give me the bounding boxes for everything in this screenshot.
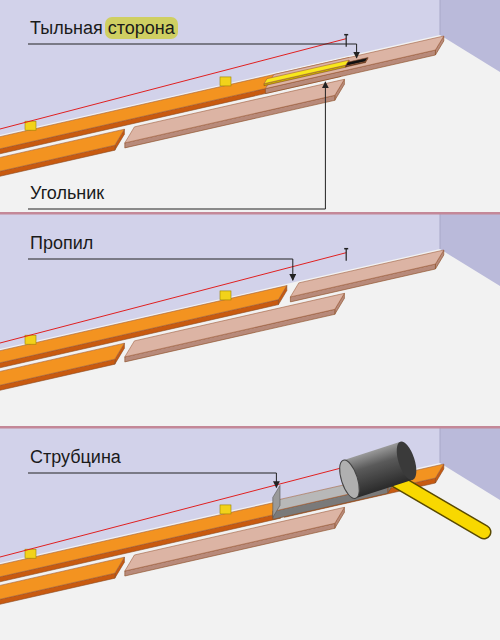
- laminate-board: [0, 286, 287, 370]
- hammer-handle: [395, 480, 484, 532]
- laminate-board-edge: [0, 513, 280, 588]
- floor: [0, 214, 500, 426]
- laminate-board: [0, 58, 349, 156]
- nail-head: [344, 248, 348, 250]
- guide-string: [0, 467, 346, 557]
- laminate-board: [0, 499, 289, 583]
- leader-line: [28, 44, 357, 58]
- side-wall: [440, 0, 500, 72]
- spacer-wedge: [220, 291, 231, 300]
- guide-string: [0, 39, 346, 129]
- laminate-board-edge: [0, 300, 278, 375]
- hammer-head: [336, 439, 421, 501]
- floor: [0, 428, 500, 640]
- part-label: Угольник: [30, 182, 104, 204]
- panel: [0, 428, 500, 640]
- wall-corner: [440, 0, 441, 35]
- nail: [346, 249, 347, 261]
- hammer: [336, 439, 484, 532]
- try-square: [264, 60, 349, 84]
- wall-corner: [440, 214, 441, 249]
- spacer-wedge: [220, 77, 231, 86]
- floor: [0, 0, 500, 212]
- part-label: Пропил: [30, 232, 93, 254]
- back-side-mark: [345, 58, 367, 67]
- part-label: Тыльная сторона: [30, 17, 175, 39]
- side-wall: [440, 214, 500, 286]
- leader-line: [28, 473, 276, 487]
- panel-separator: [0, 212, 500, 215]
- spacer-wedge: [220, 505, 231, 514]
- clamp-plate: [273, 485, 280, 517]
- guide-string: [0, 253, 346, 343]
- cut-board: [290, 250, 443, 297]
- panel: [0, 0, 500, 212]
- panel: [0, 214, 500, 426]
- leader-line: [28, 82, 325, 209]
- hammer-face: [336, 458, 364, 501]
- nail: [346, 35, 347, 47]
- leader-line: [28, 259, 293, 280]
- panel-separator: [0, 426, 500, 429]
- word-highlight: [105, 17, 178, 39]
- side-wall: [440, 428, 500, 500]
- part-label: Струбцина: [30, 446, 121, 468]
- nail-head: [344, 34, 348, 36]
- wall-corner: [440, 428, 441, 463]
- hammer-face: [393, 439, 421, 482]
- hammer-handle-outline: [395, 480, 484, 532]
